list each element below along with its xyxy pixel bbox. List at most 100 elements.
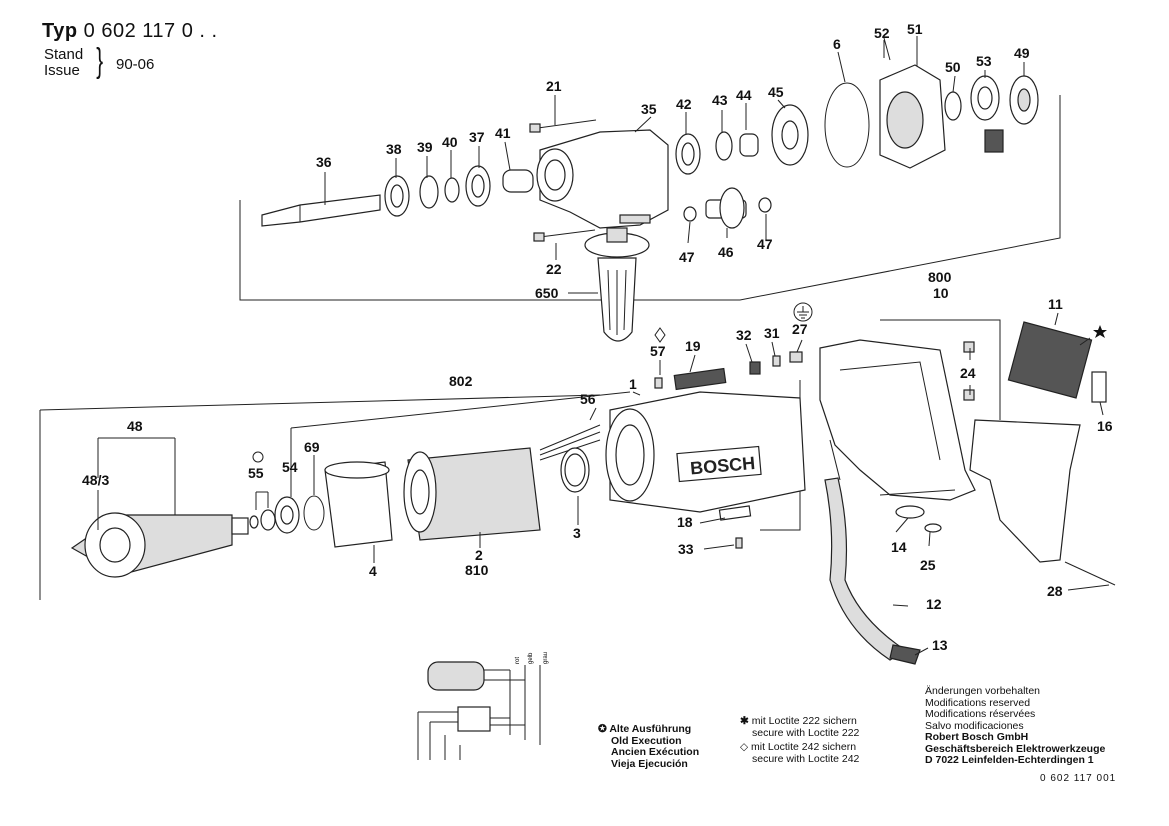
part-labels: 36 38 39 40 37 41 21 35 42 43 44 45 6 52…	[82, 21, 1113, 653]
part-label-810: 810	[465, 562, 489, 578]
part-label-51: 51	[907, 21, 923, 37]
part-label-55: 55	[248, 465, 264, 481]
part-label-46: 46	[718, 244, 734, 260]
part-label-11: 11	[1048, 296, 1063, 312]
stand-issue-labels: Stand Issue	[44, 47, 83, 79]
part-label-37: 37	[469, 129, 485, 145]
ground-symbol-icon	[749, 302, 813, 375]
field-stator	[403, 424, 601, 541]
part-label-50: 50	[945, 59, 961, 75]
part-label-48: 48	[127, 418, 143, 434]
part-label-1: 1	[629, 376, 637, 392]
legend-old-execution: ✪ Alte Ausführung Old Execution Ancien E…	[598, 723, 700, 770]
part-label-42: 42	[676, 96, 692, 112]
part-label-18: 18	[677, 514, 693, 530]
part-label-16: 16	[1097, 418, 1113, 434]
part-label-44: 44	[736, 87, 752, 103]
spindle	[261, 194, 381, 227]
part-label-32: 32	[736, 327, 752, 343]
part-label-802: 802	[449, 373, 473, 389]
legend-old-en: Old Execution	[611, 734, 682, 747]
loctite-242-legend-icon: ◇	[740, 741, 749, 753]
stand-label: Stand	[44, 46, 84, 63]
screw-22	[533, 229, 596, 242]
footer-company-name: Robert Bosch GmbH	[925, 731, 1029, 743]
part-label-47a: 47	[679, 249, 695, 265]
part-label-39: 39	[417, 139, 433, 155]
issue-date: 90-06	[116, 56, 155, 73]
part-label-22: 22	[546, 261, 562, 277]
part-label-27: 27	[792, 321, 808, 337]
part-label-31: 31	[764, 325, 780, 341]
document-number: 0 602 117 001	[1040, 773, 1117, 784]
footer-note-fr: Modifications réservées	[925, 708, 1036, 720]
part-label-650: 650	[535, 285, 559, 301]
part-label-36: 36	[316, 154, 332, 170]
bearing-flange	[879, 37, 1039, 169]
part-label-6: 6	[833, 36, 841, 52]
part-label-19: 19	[685, 338, 701, 354]
part-label-69: 69	[304, 439, 320, 455]
small-parts-55-54-69	[249, 495, 325, 534]
group-frame-lines	[39, 95, 1061, 600]
gear-train	[675, 82, 870, 175]
part-label-10: 10	[933, 285, 949, 301]
part-label-14: 14	[891, 539, 907, 555]
part-label-48-3: 48/3	[82, 472, 109, 488]
side-handle	[584, 227, 650, 342]
wiring-diagram: rot gelb grau	[417, 652, 549, 760]
legend-old-fr: Ancien Exécution	[611, 746, 700, 758]
part-label-33: 33	[678, 541, 694, 557]
air-guide-ring	[324, 461, 393, 548]
part-label-57: 57	[650, 343, 666, 359]
shaft-46	[683, 187, 772, 229]
old-execution-legend-icon: ✪	[598, 723, 607, 735]
type-label: Typ	[42, 20, 78, 42]
old-execution-marker-icon	[252, 451, 264, 463]
footer-note-es: Salvo modificaciones	[925, 719, 1024, 732]
part-label-54: 54	[282, 459, 298, 475]
wire-label-3: grau	[543, 652, 549, 664]
legend-242-de: mit Loctite 242 sichern	[751, 741, 857, 753]
part-label-4: 4	[369, 563, 377, 579]
part-label-53: 53	[976, 53, 992, 69]
part-label-38: 38	[386, 141, 402, 157]
loctite-222-marker-icon	[1093, 325, 1107, 338]
part-label-2: 2	[475, 547, 483, 563]
part-label-43: 43	[712, 92, 728, 108]
footer-note-de: Änderungen vorbehalten	[925, 685, 1041, 697]
part-label-3: 3	[573, 525, 581, 541]
marker-symbols	[252, 325, 1107, 463]
leader-lines	[97, 36, 1110, 656]
screw-21	[529, 119, 597, 133]
wire-label-1: rot	[515, 657, 521, 664]
handle-housing	[819, 321, 1116, 586]
footer-note-en: Modifications reserved	[925, 696, 1031, 709]
legend-loctite-242: ◇ mit Loctite 242 sichern secure with Lo…	[740, 741, 860, 765]
wire-label-2: gelb	[528, 652, 534, 664]
part-label-28: 28	[1047, 583, 1063, 599]
part-label-21: 21	[546, 78, 562, 94]
part-label-49: 49	[1014, 45, 1030, 61]
cable-assembly	[824, 439, 956, 665]
issue-label: Issue	[44, 62, 80, 79]
legend-222-en: secure with Loctite 222	[752, 726, 860, 739]
bearings-row	[384, 165, 534, 217]
footer-notes: Änderungen vorbehalten Modifications res…	[925, 685, 1106, 767]
part-label-24: 24	[960, 365, 976, 381]
part-label-800: 800	[928, 269, 952, 285]
legend-old-de: Alte Ausführung	[609, 723, 692, 735]
legend-loctite-222: ✱ mit Loctite 222 sichern secure with Lo…	[740, 715, 860, 739]
footer-company-address: D 7022 Leinfelden-Echterdingen 1	[925, 754, 1094, 766]
legend-242-en: secure with Loctite 242	[752, 752, 860, 765]
footer-company-division: Geschäftsbereich Elektrowerkzeuge	[925, 742, 1106, 755]
part-label-45: 45	[768, 84, 784, 100]
part-label-13: 13	[932, 637, 948, 653]
loctite-242-marker-icon	[654, 327, 666, 343]
part-label-35: 35	[641, 101, 657, 117]
legend-222-de: mit Loctite 222 sichern	[751, 715, 857, 727]
part-label-41: 41	[495, 125, 511, 141]
part-label-52: 52	[874, 25, 890, 41]
motor-housing: BOSCH	[605, 367, 806, 549]
